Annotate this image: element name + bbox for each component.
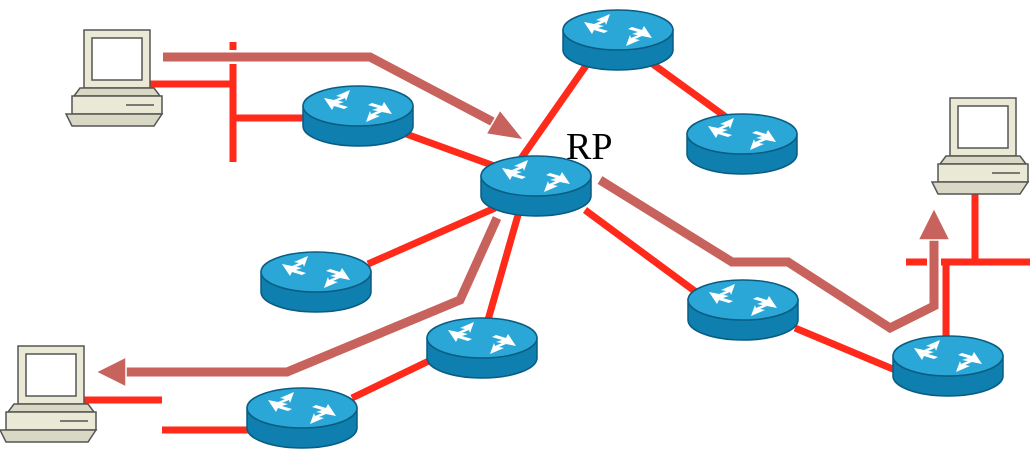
arrowhead-into-rp [484,108,526,142]
router-right-edge [892,335,1004,397]
link-rp-left-upper [393,126,502,172]
router-upper-left [302,85,414,147]
link-rp-left-mid [366,204,497,268]
link-right-mid-to-edge [793,324,902,376]
link-low-pair [350,354,437,402]
link-rp-right [582,207,703,298]
link-rp-center-low [484,214,522,321]
rp-label: RP [566,126,613,168]
arrowhead-right-receiver [916,206,952,241]
link-top-right [647,59,733,123]
router-top [562,9,674,71]
pc-source-top-left [65,29,163,127]
router-center-low [426,317,538,379]
pc-receiver-right [931,97,1029,195]
pc-receiver-bottom-left [0,345,97,443]
router-bottom-left [246,387,358,449]
router-mid-left [260,251,372,313]
link-rp-top [517,57,593,163]
router-top-right [686,113,798,175]
router-right-mid [687,279,799,341]
arrowhead-left-receiver [94,355,127,389]
